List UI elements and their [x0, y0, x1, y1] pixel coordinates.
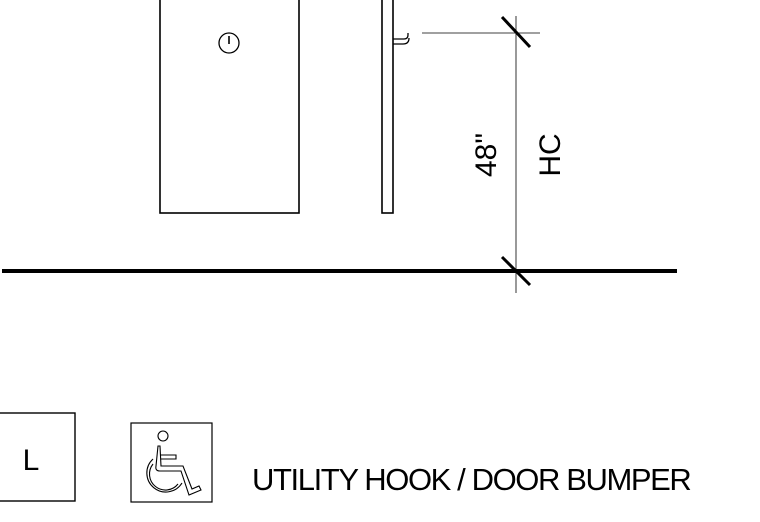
caption: UTILITY HOOK / DOOR BUMPER: [252, 462, 690, 497]
dimension-value: 48": [470, 133, 503, 177]
door-edge-section: [381, 0, 394, 214]
dimension-tag: HC: [534, 133, 567, 176]
legend-letter: L: [23, 444, 40, 477]
door-bumper-icon: [218, 32, 240, 54]
dimension-tick-top: [500, 15, 532, 49]
utility-hook-icon: [393, 33, 410, 45]
legend-box: [0, 412, 76, 502]
door-panel: [159, 0, 300, 214]
wheelchair-icon: [130, 422, 213, 503]
